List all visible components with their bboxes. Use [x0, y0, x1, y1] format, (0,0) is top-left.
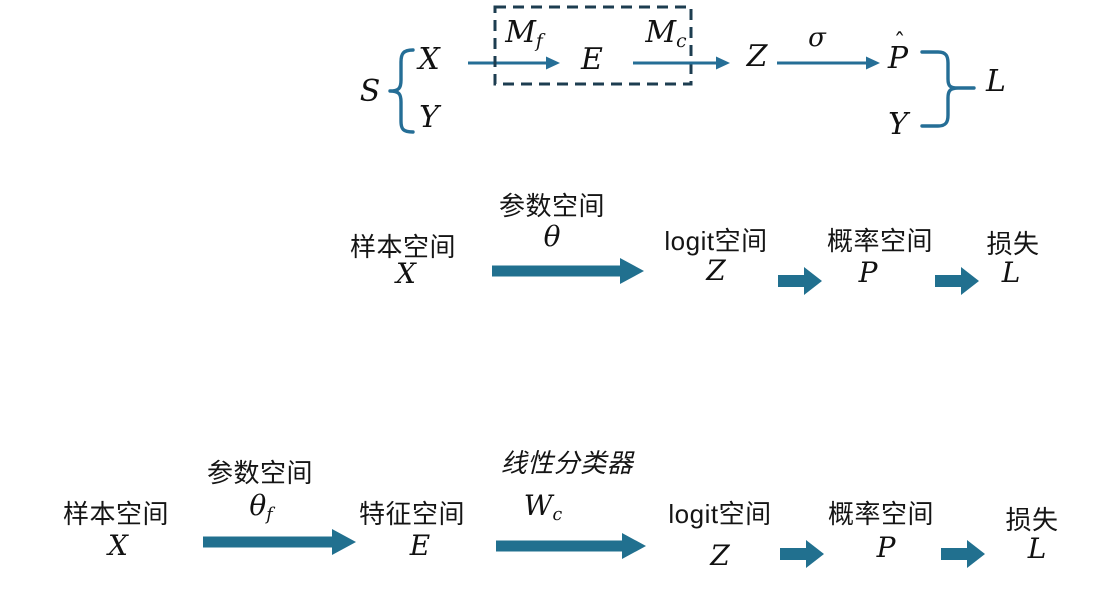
mid-node-loss-label: 损失 [986, 229, 1040, 259]
arrow-x-to-e [468, 56, 560, 70]
top-map-classifier-label: Mc [645, 16, 686, 53]
bot-block-arrow-z-to-p [780, 540, 824, 568]
mid-arrow-label: 参数空间 [498, 191, 606, 221]
bot-node-loss-label: 损失 [1005, 505, 1059, 535]
top-embedding-symbol: E [581, 42, 603, 77]
bot-node-loss-symbol: L [1027, 532, 1047, 565]
bot-block-arrow-p-to-l [941, 540, 985, 568]
mid-block-arrow-p-to-l [935, 267, 979, 295]
map-feature-sub: f [535, 31, 543, 53]
top-sigma-label: σ [808, 23, 826, 53]
top-input-symbol: X [418, 42, 440, 77]
top-label-symbol: Y [419, 100, 439, 135]
mid-node-sample-label: 样本空间 [349, 232, 457, 262]
bot-node-feature-label: 特征空间 [358, 499, 466, 529]
mid-node-logit-symbol: Z [706, 254, 726, 287]
bot-long-arrow-e-to-z [496, 533, 646, 559]
bot-arrow2-symbol: Wc [523, 489, 563, 525]
top-logit-symbol: Z [746, 39, 768, 74]
mid-long-arrow-x-to-z [492, 258, 644, 284]
left-brace [388, 48, 415, 134]
map-classifier-sub: c [676, 31, 687, 53]
mid-node-loss-symbol: L [1001, 256, 1021, 289]
bot-node-feature-symbol: E [409, 529, 431, 562]
arrow-e-to-z [633, 56, 730, 70]
bot-arrow1-label: 参数空间 [206, 458, 314, 488]
right-brace [920, 50, 976, 128]
bot-arrow2-symbol-sub: c [552, 504, 563, 525]
pred-base: P [887, 41, 909, 76]
mid-arrow-symbol: θ [543, 220, 561, 253]
mid-node-logit-label: logit空间 [664, 226, 768, 256]
bot-arrow2-symbol-base: W [523, 489, 553, 522]
arrow-x-to-e-head [546, 56, 560, 70]
bot-node-sample-label: 样本空间 [62, 499, 170, 529]
bot-arrow2-label: 线性分类器 [500, 448, 634, 478]
arrow-e-to-z-head [716, 56, 730, 70]
map-classifier-base: M [645, 15, 677, 50]
mid-block-arrow-z-to-p [778, 267, 822, 295]
bot-node-logit-label: logit空间 [668, 499, 772, 529]
top-loss-symbol: L [986, 64, 1006, 99]
dashed-model-box [493, 5, 693, 86]
bot-node-prob-label: 概率空间 [827, 499, 935, 529]
bot-node-logit-symbol: Z [710, 539, 730, 572]
bot-arrow1-symbol-base: θ [249, 489, 267, 522]
mid-node-sample-symbol: X [396, 257, 416, 290]
pred-hat-accent: ˆ [893, 27, 906, 56]
arrow-z-to-phat [777, 56, 880, 70]
top-target-symbol: Y [888, 107, 908, 142]
bot-node-sample-symbol: X [108, 529, 128, 562]
bot-node-prob-symbol: P [876, 531, 896, 564]
top-map-feature-label: Mf [505, 16, 543, 53]
map-feature-base: M [505, 15, 536, 50]
top-set-symbol: S [359, 74, 381, 109]
arrow-z-to-phat-head [866, 56, 880, 70]
bot-arrow1-symbol-sub: f [266, 504, 273, 525]
bot-arrow1-symbol: θf [249, 489, 273, 525]
bot-long-arrow-x-to-e [203, 529, 356, 555]
mid-node-prob-symbol: P [858, 256, 878, 289]
mid-node-prob-label: 概率空间 [826, 226, 934, 256]
